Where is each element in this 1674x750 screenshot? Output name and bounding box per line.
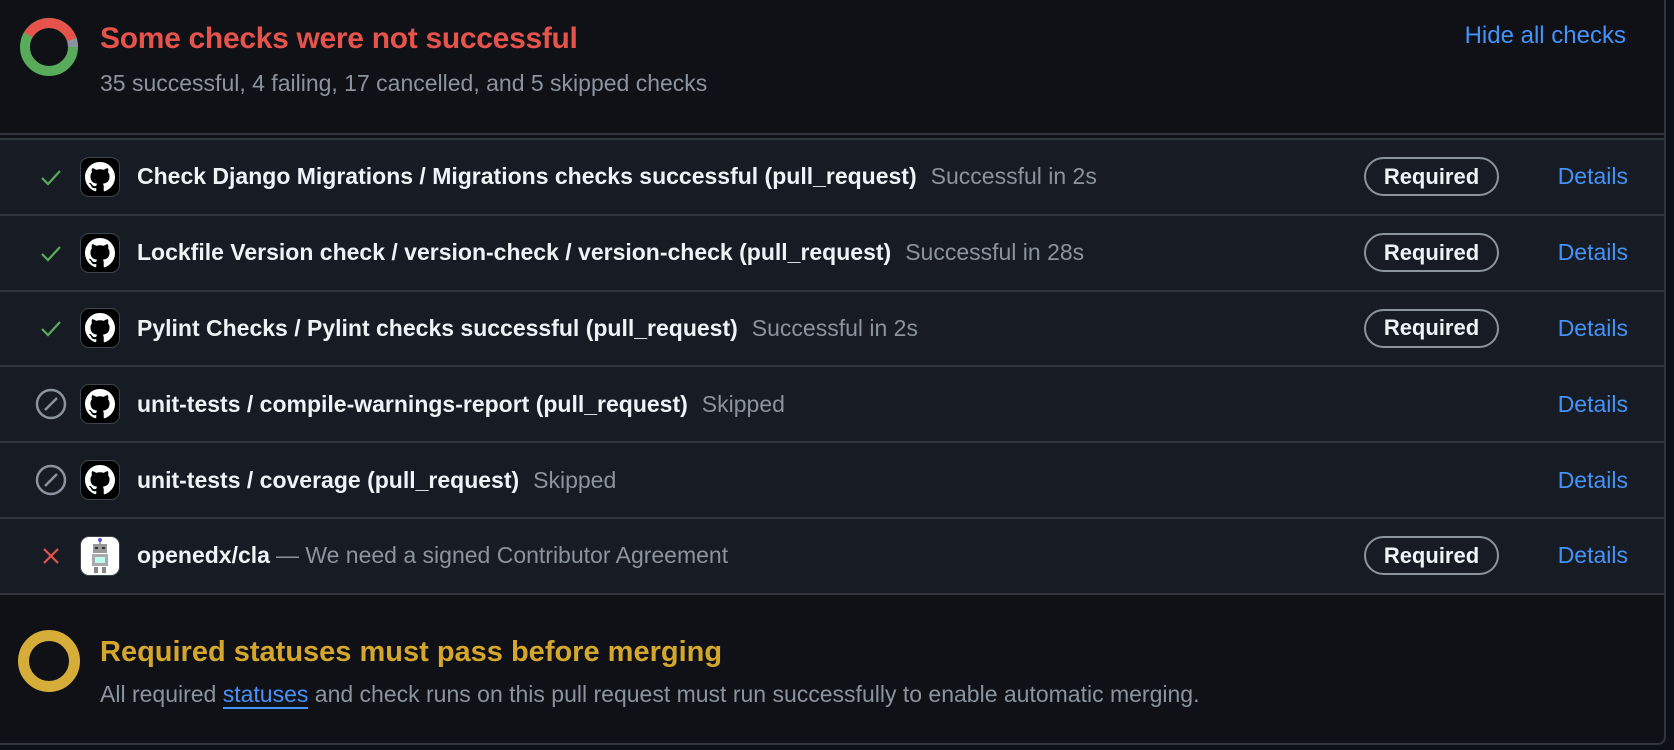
check-name: Check Django Migrations / Migrations che…: [137, 163, 917, 190]
checks-summary: 35 successful, 4 failing, 17 cancelled, …: [100, 70, 708, 96]
details-link[interactable]: Details: [1557, 314, 1628, 341]
check-text: unit-tests / compile-warnings-report (pu…: [137, 391, 785, 418]
required-badge: Required: [1364, 308, 1499, 348]
pending-ring-icon: [18, 630, 80, 692]
check-description: Successful in 28s: [905, 239, 1085, 266]
statuses-link[interactable]: statuses: [222, 681, 309, 709]
check-icon: [35, 161, 67, 193]
check-row: unit-tests / coverage (pull_request) Skip…: [0, 443, 1664, 519]
details-link[interactable]: Details: [1557, 542, 1628, 569]
merge-status-title: Required statuses must pass before mergi…: [100, 636, 723, 668]
merge-status: [0, 596, 1664, 743]
check-icon: [35, 312, 67, 344]
check-description: — We need a signed Contributor Agreement: [275, 542, 729, 569]
check-name: Pylint Checks / Pylint checks successful…: [137, 314, 738, 341]
details-link[interactable]: Details: [1557, 466, 1628, 493]
check-text: Lockfile Version check / version-check /…: [137, 239, 1084, 266]
check-text: openedx/cla— We need a signed Contributo…: [137, 542, 728, 569]
x-icon: [35, 540, 67, 572]
check-row: unit-tests / compile-warnings-report (pu…: [0, 367, 1664, 444]
check-name: unit-tests / compile-warnings-report (pu…: [137, 390, 688, 417]
robot-icon: [80, 535, 120, 576]
skipped-icon: [35, 464, 67, 496]
check-text: unit-tests / coverage (pull_request) Skip…: [137, 467, 616, 494]
checks-header: Some checks were not successful 35 succe…: [0, 0, 1664, 133]
check-description: Successful in 2s: [751, 314, 918, 341]
check-row: Lockfile Version check / version-check /…: [0, 215, 1664, 292]
check-text: Pylint Checks / Pylint checks successful…: [137, 315, 918, 342]
hide-all-checks-link[interactable]: Hide all checks: [1464, 22, 1626, 49]
checks-title: Some checks were not successful: [100, 22, 578, 55]
merge-status-text: All required statuses and check runs on …: [100, 681, 1200, 709]
check-description: Successful in 2s: [930, 163, 1097, 190]
checks-list: Check Django Migrations / Migrations che…: [0, 140, 1664, 595]
required-badge: Required: [1364, 536, 1499, 576]
details-link[interactable]: Details: [1557, 239, 1628, 266]
check-name: Lockfile Version check / version-check /…: [137, 239, 892, 266]
details-link[interactable]: Details: [1557, 390, 1628, 417]
check-description: Skipped: [701, 390, 785, 417]
github-icon: [80, 460, 120, 501]
github-icon: [80, 384, 120, 425]
required-badge: Required: [1364, 157, 1499, 197]
text: All required: [100, 681, 223, 707]
required-badge: Required: [1364, 233, 1499, 273]
check-row: openedx/cla— We need a signed Contributo…: [0, 518, 1664, 595]
text: and check runs on this pull request must…: [308, 681, 1200, 707]
check-name: unit-tests / coverage (pull_request): [137, 466, 520, 493]
check-row: Check Django Migrations / Migrations che…: [0, 140, 1664, 216]
github-icon: [80, 308, 120, 349]
check-name: openedx/cla: [137, 542, 270, 569]
check-description: Skipped: [533, 466, 617, 493]
check-row: Pylint Checks / Pylint checks successful…: [0, 291, 1664, 368]
skipped-icon: [35, 388, 67, 420]
check-icon: [35, 237, 67, 269]
divider: [0, 133, 1664, 140]
github-icon: [80, 232, 120, 273]
details-link[interactable]: Details: [1557, 163, 1628, 190]
check-text: Check Django Migrations / Migrations che…: [137, 163, 1097, 190]
github-icon: [80, 156, 120, 197]
checks-donut-icon: [20, 18, 78, 76]
